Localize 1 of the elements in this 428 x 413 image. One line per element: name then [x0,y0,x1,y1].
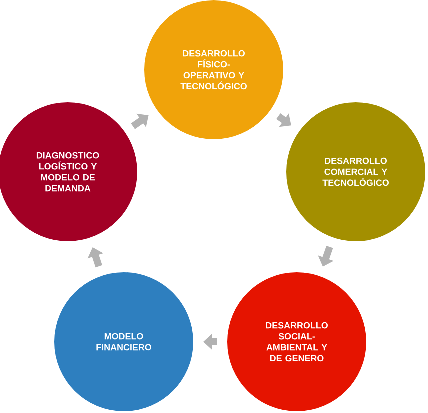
block-arrow [131,114,149,130]
